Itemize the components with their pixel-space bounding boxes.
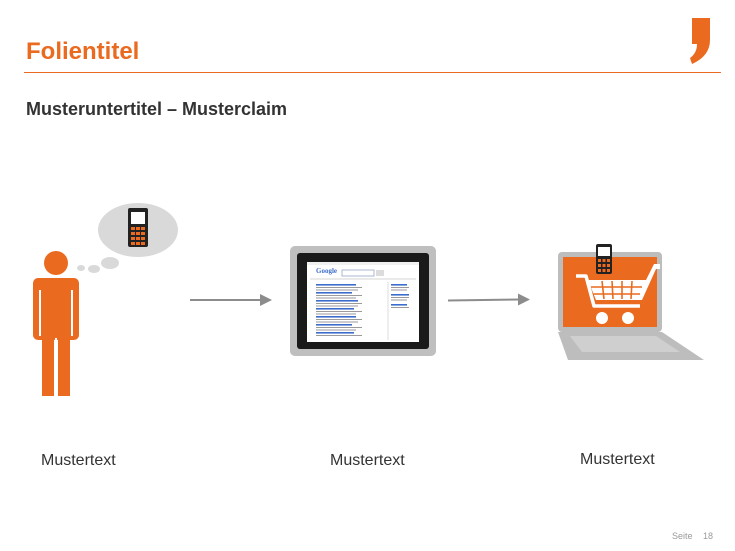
laptop-icon	[558, 244, 704, 360]
page-label: Seite	[671, 531, 693, 541]
comma-logo-icon	[690, 18, 710, 64]
search-engine-logo: Google	[316, 267, 337, 275]
person-icon	[33, 251, 79, 396]
arrow-right-icon	[447, 293, 530, 306]
caption-person: Mustertext	[41, 452, 116, 469]
title-divider	[24, 72, 721, 73]
slide-title: Folientitel	[26, 38, 140, 65]
arrow-right-icon	[190, 294, 272, 306]
mobile-phone-icon	[128, 208, 148, 247]
tablet-icon	[290, 246, 436, 356]
slide-footer: Seite 18	[672, 531, 713, 541]
slide-subtitle: Musteruntertitel – Musterclaim	[26, 99, 288, 119]
thought-bubble-icon	[77, 203, 178, 273]
shopping-cart-icon	[576, 264, 660, 324]
page-number: 18	[702, 531, 713, 541]
caption-tablet: Mustertext	[330, 452, 405, 469]
caption-laptop: Mustertext	[580, 451, 655, 468]
mobile-phone-icon	[596, 244, 612, 274]
